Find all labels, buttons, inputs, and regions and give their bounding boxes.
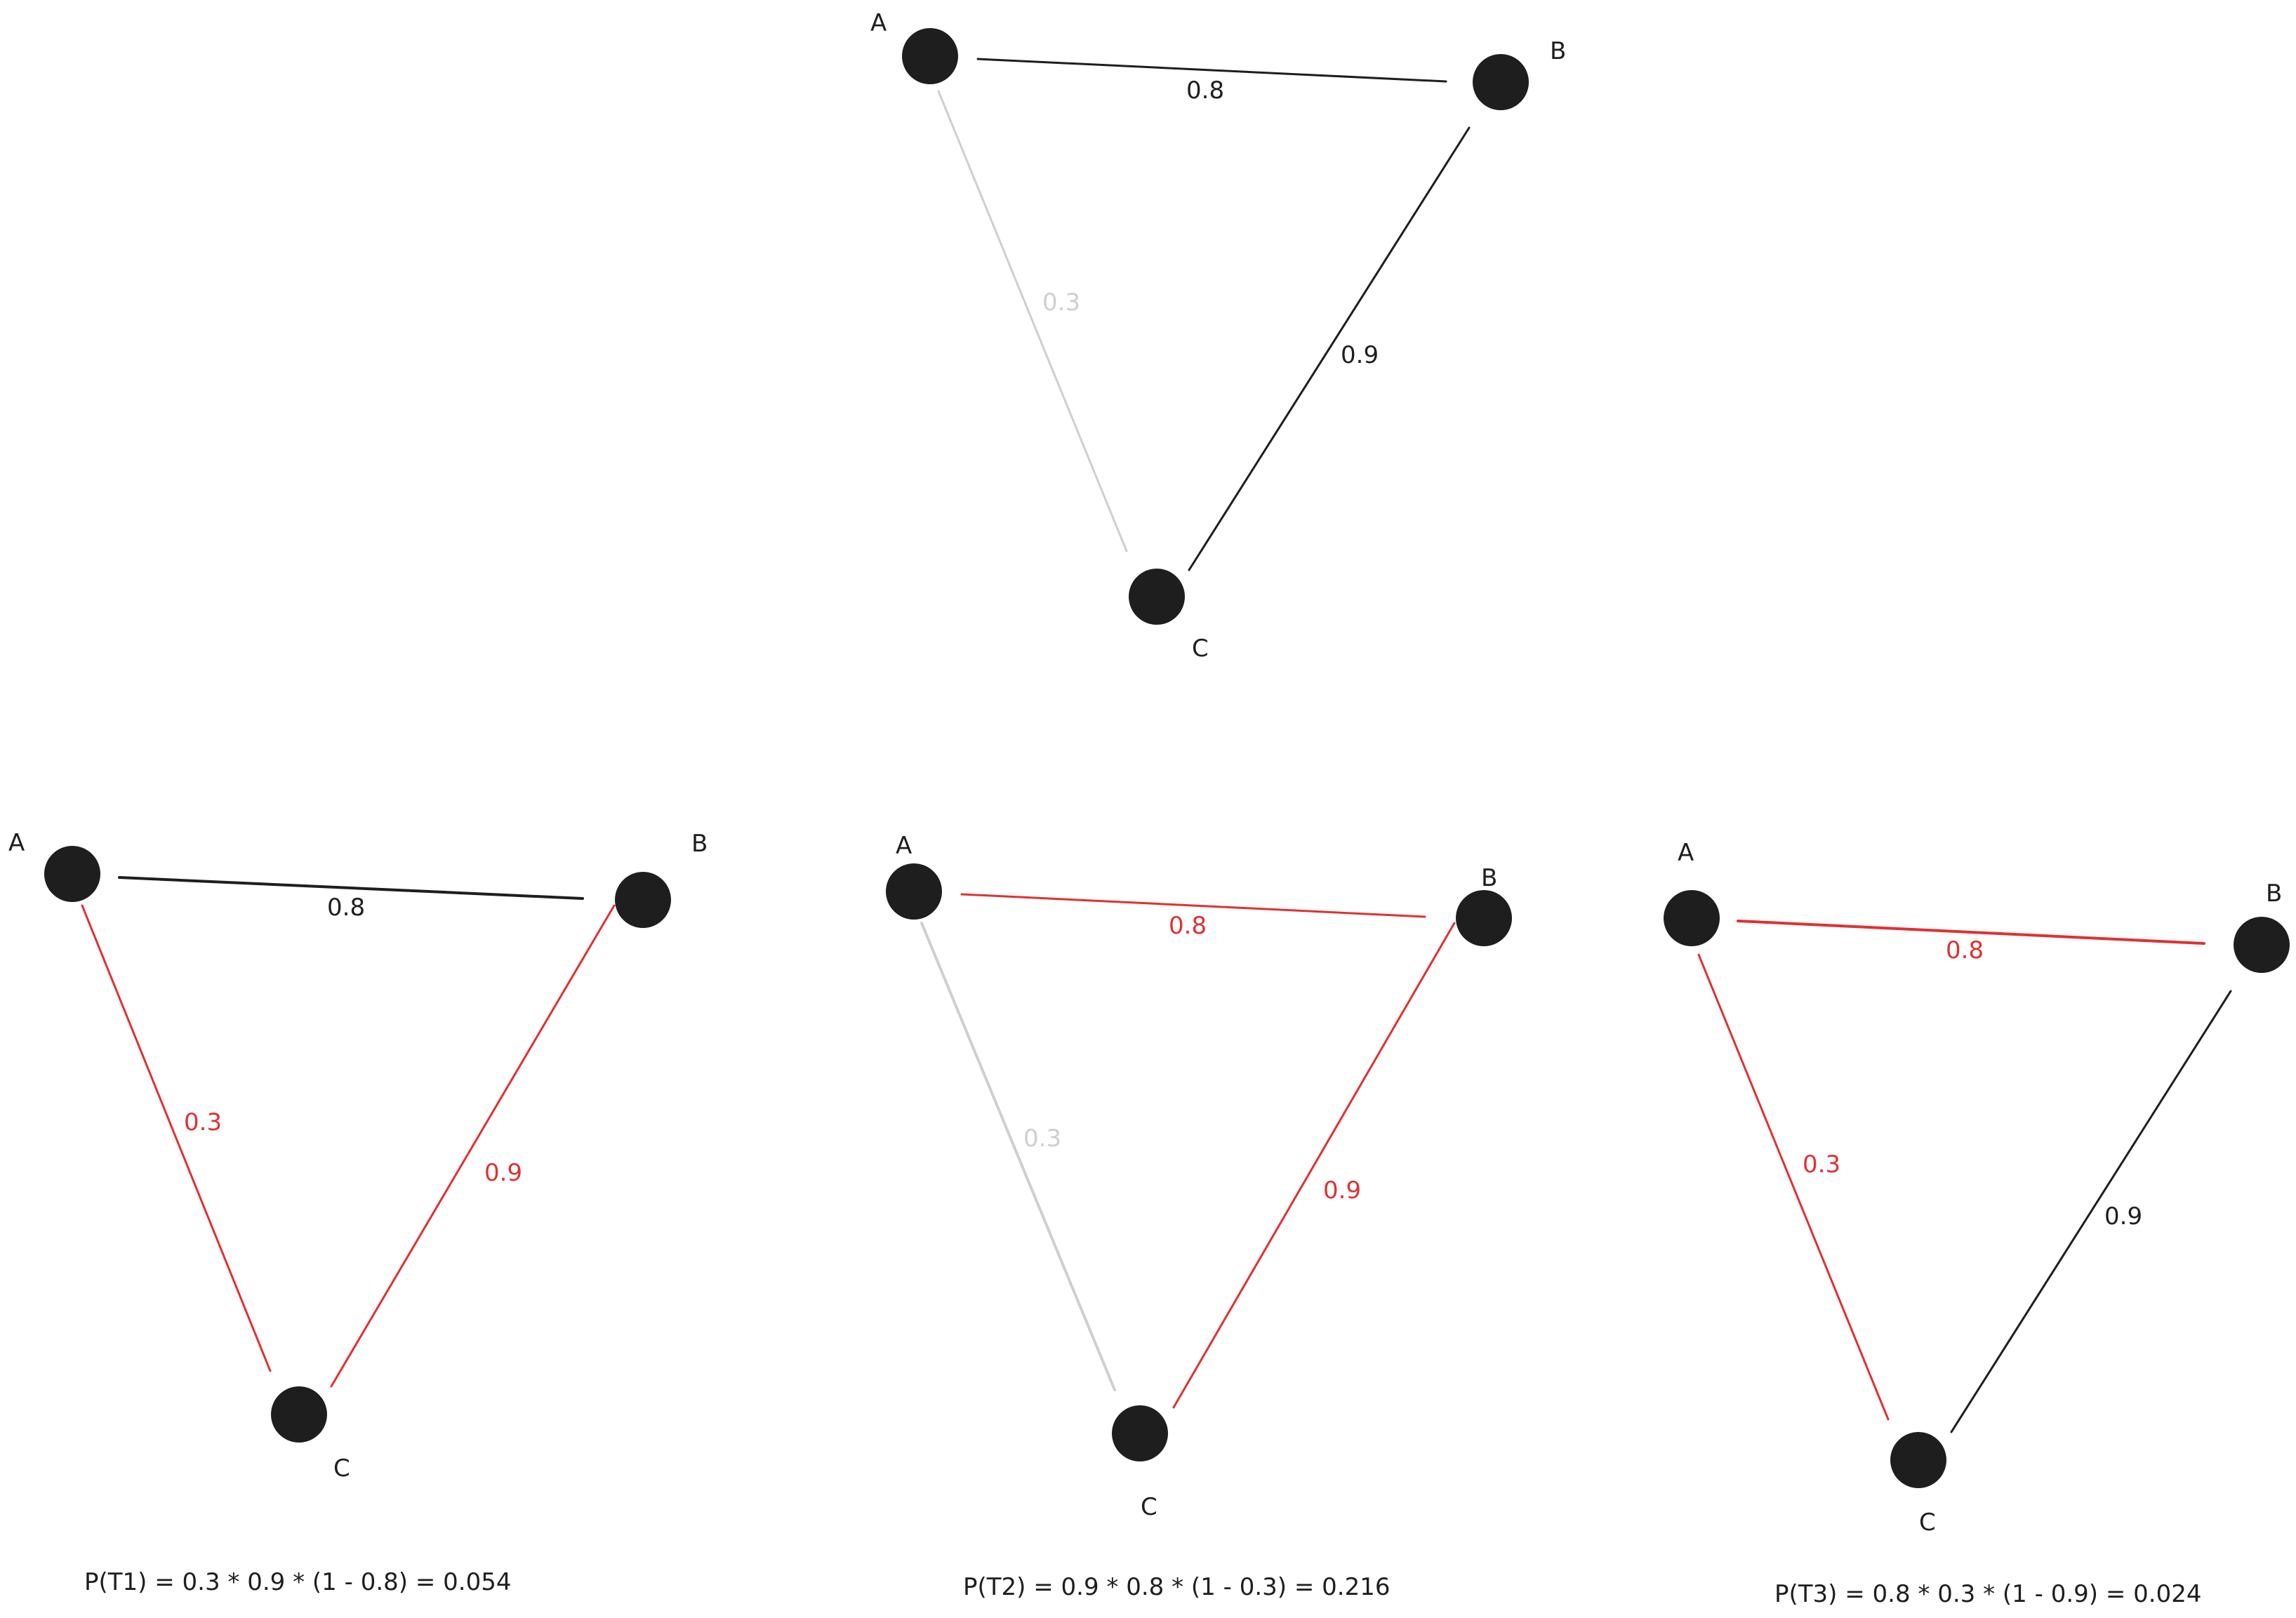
- edge-a-b-label: 0.8: [1946, 936, 1984, 964]
- node-b: [2234, 917, 2290, 973]
- node-a: [44, 846, 100, 902]
- edge-a-c: [1697, 953, 1890, 1421]
- formula-t2: P(T2) = 0.9 * 0.8 * (1 - 0.3) = 0.216: [963, 1573, 1390, 1601]
- graph-t2: A B C 0.8 0.9 0.3 P(T2) = 0.9 * 0.8 * (1…: [886, 832, 1512, 1601]
- node-b-label: B: [691, 830, 708, 858]
- node-b: [1473, 54, 1529, 110]
- edge-b-c: [1172, 922, 1456, 1409]
- node-a: [886, 863, 942, 920]
- node-b-label: B: [1550, 37, 1566, 65]
- edge-a-b: [976, 58, 1447, 83]
- edge-b-c: [1188, 126, 1471, 571]
- graph-original: A B C 0.8 0.9 0.3: [870, 9, 1566, 663]
- node-b: [615, 872, 671, 928]
- node-c: [271, 1386, 327, 1443]
- node-a: [902, 28, 958, 84]
- edge-a-b: [1737, 920, 2205, 945]
- edge-a-b-label: 0.8: [327, 894, 365, 922]
- edge-a-c-label: 0.3: [184, 1108, 222, 1136]
- edge-a-c-label: 0.3: [1803, 1150, 1840, 1179]
- node-b-label: B: [2266, 880, 2282, 908]
- graph-t3: A B C 0.8 0.9 0.3 P(T3) = 0.8 * 0.3 * (1…: [1664, 839, 2290, 1608]
- node-a-label: A: [1678, 839, 1694, 867]
- node-a-label: A: [870, 9, 887, 37]
- formula-t3: P(T3) = 0.8 * 0.3 * (1 - 0.9) = 0.024: [1774, 1580, 2201, 1608]
- edge-a-c: [81, 904, 272, 1372]
- edge-b-c-label: 0.9: [1323, 1176, 1361, 1205]
- node-c-label: C: [1192, 635, 1209, 663]
- edge-a-b: [118, 876, 584, 900]
- edge-b-c-label: 0.9: [484, 1159, 522, 1187]
- node-c-label: C: [333, 1454, 350, 1483]
- node-b-label: B: [1481, 864, 1497, 892]
- edge-a-c-label: 0.3: [1042, 289, 1080, 317]
- edge-b-c-label: 0.9: [1341, 341, 1379, 369]
- edge-a-c-label: 0.3: [1023, 1125, 1061, 1153]
- edge-b-c-label: 0.9: [2104, 1202, 2142, 1231]
- node-a: [1664, 890, 1720, 946]
- node-c-label: C: [1141, 1493, 1157, 1521]
- node-c: [1112, 1405, 1168, 1461]
- edge-a-c: [920, 922, 1116, 1391]
- node-a-label: A: [896, 832, 912, 860]
- edge-a-b: [960, 893, 1426, 918]
- node-c: [1129, 569, 1185, 625]
- node-c-label: C: [1919, 1508, 1936, 1537]
- node-a-label: A: [8, 829, 25, 857]
- edge-a-b-label: 0.8: [1169, 912, 1207, 940]
- node-b: [1456, 890, 1512, 946]
- edge-b-c: [330, 904, 616, 1388]
- edge-a-b-label: 0.8: [1186, 77, 1224, 105]
- edge-a-c: [937, 90, 1128, 552]
- node-c: [1890, 1432, 1946, 1488]
- formula-t1: P(T1) = 0.3 * 0.9 * (1 - 0.8) = 0.054: [84, 1568, 511, 1596]
- edge-b-c: [1950, 990, 2232, 1433]
- graph-t1: A B C 0.8 0.9 0.3 P(T1) = 0.3 * 0.9 * (1…: [8, 829, 708, 1596]
